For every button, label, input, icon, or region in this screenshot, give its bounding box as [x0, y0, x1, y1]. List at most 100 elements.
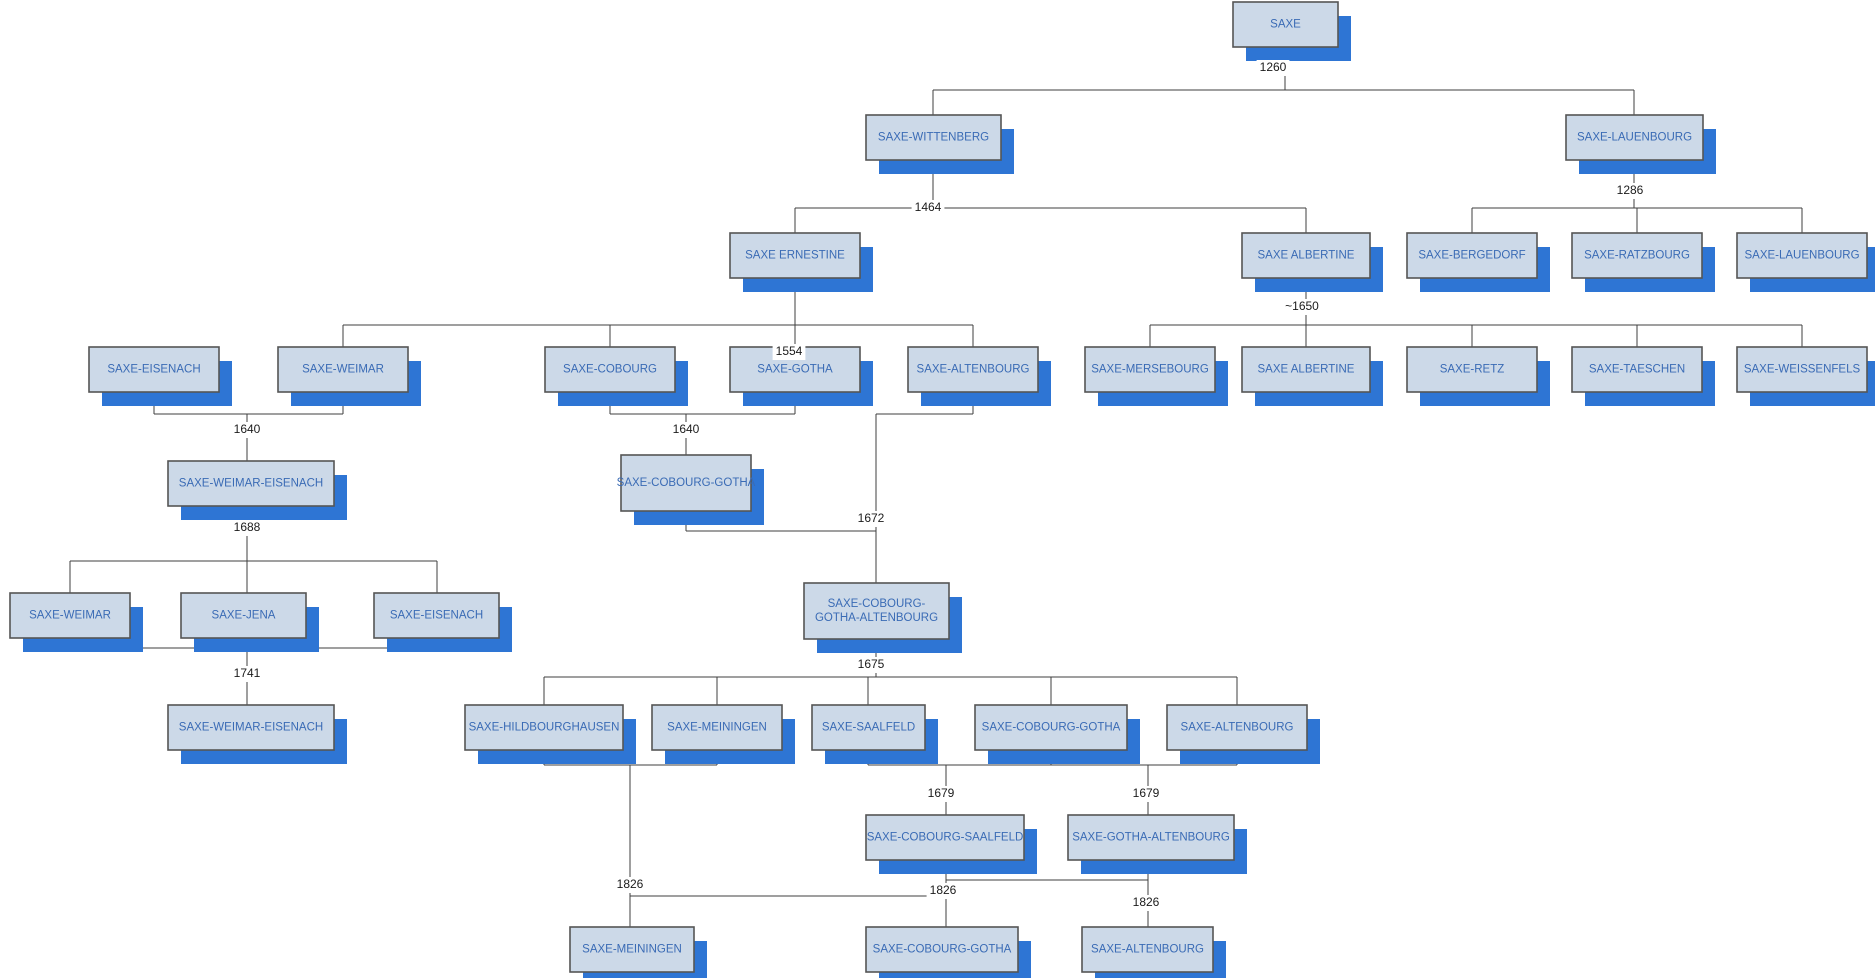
- node-box[interactable]: [974, 704, 1128, 751]
- node-box[interactable]: [803, 582, 950, 640]
- node-cobourg-saalfeld[interactable]: SAXE-COBOURG-SAALFELD: [865, 814, 1037, 874]
- edge-label-text: 1688: [234, 520, 261, 534]
- edge-label-background: [1129, 786, 1163, 802]
- node-retz[interactable]: SAXE-RETZ: [1406, 346, 1550, 406]
- node-box[interactable]: [1736, 346, 1868, 393]
- node-box[interactable]: [167, 704, 335, 751]
- node-box[interactable]: [811, 704, 926, 751]
- edge-label-text: 1826: [1133, 895, 1160, 909]
- node-weimar2[interactable]: SAXE-WEIMAR: [9, 592, 143, 652]
- edge-label-lbl-1741: 1741: [230, 666, 264, 682]
- node-box[interactable]: [464, 704, 624, 751]
- edge-label-text: 1826: [930, 883, 957, 897]
- node-box[interactable]: [1571, 232, 1703, 279]
- node-mersebourg[interactable]: SAXE-MERSEBOURG: [1084, 346, 1228, 406]
- node-box[interactable]: [9, 592, 131, 639]
- edge-label-text: 1260: [1260, 60, 1287, 74]
- node-box[interactable]: [865, 114, 1002, 161]
- node-ratzbourg[interactable]: SAXE-RATZBOURG: [1571, 232, 1715, 292]
- edge-label-lbl-1826b: 1826: [926, 883, 960, 899]
- node-box[interactable]: [1241, 232, 1371, 279]
- edge-label-text: 1675: [858, 657, 885, 671]
- edge-label-text: 1741: [234, 666, 261, 680]
- node-gotha-altenbourg[interactable]: SAXE-GOTHA-ALTENBOURG: [1067, 814, 1247, 874]
- node-wittenberg[interactable]: SAXE-WITTENBERG: [865, 114, 1014, 174]
- edge-label-lbl-1675: 1675: [854, 657, 888, 673]
- node-box[interactable]: [569, 926, 695, 973]
- node-weimar-eisenach1[interactable]: SAXE-WEIMAR-EISENACH: [167, 460, 347, 520]
- edge-label-lbl-1260: 1260: [1256, 60, 1290, 76]
- edge-label-text: 1672: [858, 511, 885, 525]
- node-saalfeld[interactable]: SAXE-SAALFELD: [811, 704, 938, 764]
- node-ernestine[interactable]: SAXE ERNESTINE: [729, 232, 873, 292]
- node-cobourg-gotha1[interactable]: SAXE-COBOURG-GOTHA: [617, 454, 764, 525]
- node-cobourg-gotha3[interactable]: SAXE-COBOURG-GOTHA: [865, 926, 1031, 978]
- edge-label-lbl-1679b: 1679: [1129, 786, 1163, 802]
- node-meiningen1[interactable]: SAXE-MEININGEN: [651, 704, 795, 764]
- edge-label-text: ~1650: [1285, 299, 1319, 313]
- edge-label-background: [230, 422, 264, 438]
- node-lauenbourg2[interactable]: SAXE-LAUENBOURG: [1736, 232, 1875, 292]
- node-box[interactable]: [277, 346, 409, 393]
- node-cobourg1[interactable]: SAXE-COBOURG: [544, 346, 688, 406]
- node-box[interactable]: [620, 454, 752, 512]
- edge-label-lbl-1464: 1464: [911, 200, 945, 216]
- node-box[interactable]: [1067, 814, 1235, 861]
- node-cobourg-gotha2[interactable]: SAXE-COBOURG-GOTHA: [974, 704, 1140, 764]
- edge-label-lbl-1640a: 1640: [230, 422, 264, 438]
- node-weimar-eisenach2[interactable]: SAXE-WEIMAR-EISENACH: [167, 704, 347, 764]
- edge-label-background: [1613, 183, 1647, 199]
- node-box[interactable]: [1241, 346, 1371, 393]
- node-box[interactable]: [865, 814, 1025, 861]
- node-jena[interactable]: SAXE-JENA: [180, 592, 319, 652]
- edge-label-text: 1826: [617, 877, 644, 891]
- node-albertine1[interactable]: SAXE ALBERTINE: [1241, 232, 1383, 292]
- node-lauenbourg[interactable]: SAXE-LAUENBOURG: [1565, 114, 1716, 174]
- node-altenbourg3[interactable]: SAXE-ALTENBOURG: [1081, 926, 1226, 978]
- node-box[interactable]: [88, 346, 220, 393]
- node-box[interactable]: [1406, 346, 1538, 393]
- node-box[interactable]: [1565, 114, 1704, 161]
- node-box[interactable]: [373, 592, 500, 639]
- node-box[interactable]: [1084, 346, 1216, 393]
- node-eisenach1[interactable]: SAXE-EISENACH: [88, 346, 232, 406]
- edge-label-lbl-1554: 1554: [772, 344, 806, 360]
- connector-layer: [69, 47, 1803, 927]
- edge-label-lbl-1650: ~1650: [1282, 299, 1322, 315]
- node-altenbourg1[interactable]: SAXE-ALTENBOURG: [907, 346, 1051, 406]
- node-box[interactable]: [1406, 232, 1538, 279]
- node-box[interactable]: [1232, 1, 1339, 48]
- edge-label-background: [230, 520, 264, 536]
- node-weissenfels[interactable]: SAXE-WEISSENFELS: [1736, 346, 1875, 406]
- node-box[interactable]: [865, 926, 1019, 973]
- node-box[interactable]: [1736, 232, 1868, 279]
- node-saxe[interactable]: SAXE: [1232, 1, 1351, 61]
- node-hildbourghausen[interactable]: SAXE-HILDBOURGHAUSEN: [464, 704, 636, 764]
- node-box[interactable]: [1166, 704, 1308, 751]
- edge-label-background: [1129, 895, 1163, 911]
- node-weimar1[interactable]: SAXE-WEIMAR: [277, 346, 421, 406]
- node-box[interactable]: [544, 346, 676, 393]
- node-box[interactable]: [729, 232, 861, 279]
- node-box[interactable]: [1081, 926, 1214, 973]
- node-eisenach2[interactable]: SAXE-EISENACH: [373, 592, 512, 652]
- node-bergedorf[interactable]: SAXE-BERGEDORF: [1406, 232, 1550, 292]
- node-meiningen2[interactable]: SAXE-MEININGEN: [569, 926, 707, 978]
- node-box[interactable]: [180, 592, 307, 639]
- edge-label-lbl-1672: 1672: [854, 511, 888, 527]
- edge-label-background: [854, 657, 888, 673]
- node-box[interactable]: [167, 460, 335, 507]
- node-box[interactable]: [651, 704, 783, 751]
- node-box[interactable]: [1571, 346, 1703, 393]
- edge-label-lbl-1826a: 1826: [613, 877, 647, 893]
- node-albertine2[interactable]: SAXE ALBERTINE: [1241, 346, 1383, 406]
- node-altenbourg2[interactable]: SAXE-ALTENBOURG: [1166, 704, 1320, 764]
- node-box[interactable]: [907, 346, 1039, 393]
- edge-label-lbl-1826c: 1826: [1129, 895, 1163, 911]
- node-taeschen[interactable]: SAXE-TAESCHEN: [1571, 346, 1715, 406]
- node-cobourg-gotha-altenbourg[interactable]: SAXE-COBOURG-GOTHA-ALTENBOURG: [803, 582, 962, 653]
- edge-label-lbl-1640b: 1640: [669, 422, 703, 438]
